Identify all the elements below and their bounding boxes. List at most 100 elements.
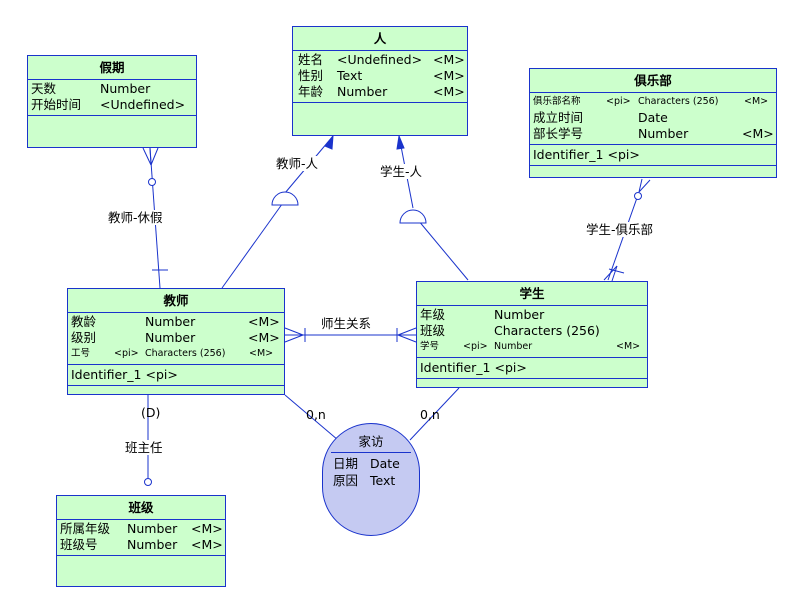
association-divider	[331, 452, 411, 453]
attribute-type: Number	[145, 330, 196, 345]
label-cardinality-teacher: 0,n	[306, 407, 326, 422]
attribute-name: 级别	[71, 330, 97, 345]
attribute-name: 原因	[333, 473, 359, 488]
entity-identifier: Identifier_1 <pi>	[417, 358, 647, 379]
attribute-pi: <pi>	[606, 96, 631, 107]
entity-teacher[interactable]: 教师 教龄 Number <M> 级别 Number <M> 工号 <pi> C…	[67, 288, 285, 395]
attribute-type: Date	[638, 110, 668, 125]
attribute-row: 原因 Text	[323, 473, 419, 489]
label-teacher-person: 教师-人	[274, 156, 321, 171]
attribute-row: 班级 Characters (256)	[417, 323, 647, 339]
attribute-flag: <M>	[433, 68, 465, 83]
entity-title: 俱乐部	[530, 69, 776, 93]
attribute-flag: <M>	[433, 84, 465, 99]
attribute-row: 姓名 <Undefined> <M>	[293, 52, 467, 68]
label-student-person: 学生-人	[378, 164, 425, 179]
attribute-name: 年级	[420, 307, 446, 322]
attribute-name: 学号	[420, 341, 440, 352]
attribute-type: Number	[638, 126, 689, 141]
association-visit[interactable]: 家访 日期 Date 原因 Text	[322, 423, 420, 536]
attribute-row-primary: 工号 <pi> Characters (256) <M>	[68, 346, 284, 362]
crowfoot-student-a	[397, 327, 417, 336]
attribute-type: Number	[100, 81, 151, 96]
attribute-type: Text	[370, 473, 396, 488]
attribute-name: 开始时间	[31, 97, 82, 112]
optional-circle-class	[144, 478, 152, 486]
attribute-name: 年龄	[298, 84, 324, 99]
attribute-row: 级别 Number <M>	[68, 330, 284, 346]
attribute-list: 年级 Number 班级 Characters (256) 学号 <pi> Nu…	[417, 306, 647, 358]
crowfoot-student-club-2	[611, 265, 618, 282]
attribute-list: 天数 Number 开始时间 <Undefined>	[28, 80, 196, 116]
attribute-flag: <M>	[248, 330, 280, 345]
attribute-flag: <M>	[744, 96, 769, 107]
attribute-row: 班级号 Number <M>	[57, 537, 225, 553]
entity-class[interactable]: 班级 所属年级 Number <M> 班级号 Number <M>	[56, 495, 226, 587]
attribute-name: 性别	[298, 68, 324, 83]
optional-circle-club	[634, 192, 642, 200]
inherit-halfcircle-teacher	[271, 191, 299, 206]
attribute-list: 教龄 Number <M> 级别 Number <M> 工号 <pi> Char…	[68, 313, 284, 365]
attribute-type: Text	[337, 68, 363, 83]
attribute-type: Number	[494, 341, 533, 352]
label-teacher-student: 师生关系	[319, 316, 374, 331]
attribute-name: 日期	[333, 456, 359, 471]
attribute-row: 所属年级 Number <M>	[57, 521, 225, 537]
inherit-halfcircle-student	[399, 209, 427, 224]
attribute-row: 开始时间 <Undefined>	[28, 97, 196, 113]
association-title: 家访	[358, 434, 384, 449]
crowfoot-teacher-a	[284, 327, 304, 336]
entity-identifier: Identifier_1 <pi>	[530, 145, 776, 166]
entity-identifier: Identifier_1 <pi>	[68, 365, 284, 386]
attribute-row: 年龄 Number <M>	[293, 84, 467, 100]
entity-title: 假期	[28, 56, 196, 80]
attribute-type: <Undefined>	[337, 52, 423, 67]
crowfoot-club-1	[638, 178, 643, 193]
entity-title: 人	[293, 27, 467, 51]
attribute-pi: <pi>	[463, 341, 488, 352]
entity-person[interactable]: 人 姓名 <Undefined> <M> 性别 Text <M> 年龄 Numb…	[292, 26, 468, 136]
label-student-club: 学生-俱乐部	[584, 222, 656, 237]
attribute-row: 天数 Number	[28, 81, 196, 97]
crowfoot-holiday-1	[142, 147, 152, 166]
arrow-student-person	[396, 134, 405, 150]
crowfoot-holiday-2	[150, 147, 159, 166]
link-student-club	[607, 194, 639, 281]
attribute-flag: <M>	[742, 126, 774, 141]
attribute-row: 部长学号 Number <M>	[530, 126, 776, 142]
attribute-flag: <M>	[433, 52, 465, 67]
entity-title: 班级	[57, 496, 225, 520]
attribute-name: 姓名	[298, 52, 324, 67]
link-student-inherit	[417, 219, 469, 281]
attribute-pi: <pi>	[114, 348, 139, 359]
attribute-name: 俱乐部名称	[533, 96, 581, 107]
crowfoot-student-club-1	[603, 265, 618, 281]
attribute-row-primary: 学号 <pi> Number <M>	[417, 339, 647, 355]
attribute-type: Number	[145, 314, 196, 329]
attribute-name: 部长学号	[533, 126, 584, 141]
optional-circle-holiday	[148, 178, 156, 186]
attribute-row: 性别 Text <M>	[293, 68, 467, 84]
entity-holiday[interactable]: 假期 天数 Number 开始时间 <Undefined>	[27, 55, 197, 148]
attribute-type: Number	[127, 521, 178, 536]
attribute-list: 姓名 <Undefined> <M> 性别 Text <M> 年龄 Number…	[293, 51, 467, 103]
crowfoot-teacher-b	[284, 334, 304, 343]
attribute-flag: <M>	[191, 521, 223, 536]
attribute-flag: <M>	[249, 348, 274, 359]
entity-club[interactable]: 俱乐部 俱乐部名称 <pi> Characters (256) <M> 成立时间…	[529, 68, 777, 178]
attribute-name: 班级号	[60, 537, 98, 552]
attribute-type: Number	[337, 84, 388, 99]
label-head-teacher: 班主任	[123, 440, 165, 455]
link-visit-teacher	[284, 394, 339, 441]
crowfoot-club-2	[638, 179, 651, 193]
link-teacher-inherit	[221, 199, 286, 289]
label-cardinality-student: 0,n	[420, 407, 440, 422]
crowfoot-student-b	[397, 334, 417, 343]
attribute-type: <Undefined>	[100, 97, 186, 112]
arrow-teacher-person	[324, 134, 334, 150]
attribute-type: Characters (256)	[145, 348, 226, 359]
attribute-name: 成立时间	[533, 110, 584, 125]
attribute-flag: <M>	[248, 314, 280, 329]
entity-student[interactable]: 学生 年级 Number 班级 Characters (256) 学号 <pi>…	[416, 281, 648, 388]
